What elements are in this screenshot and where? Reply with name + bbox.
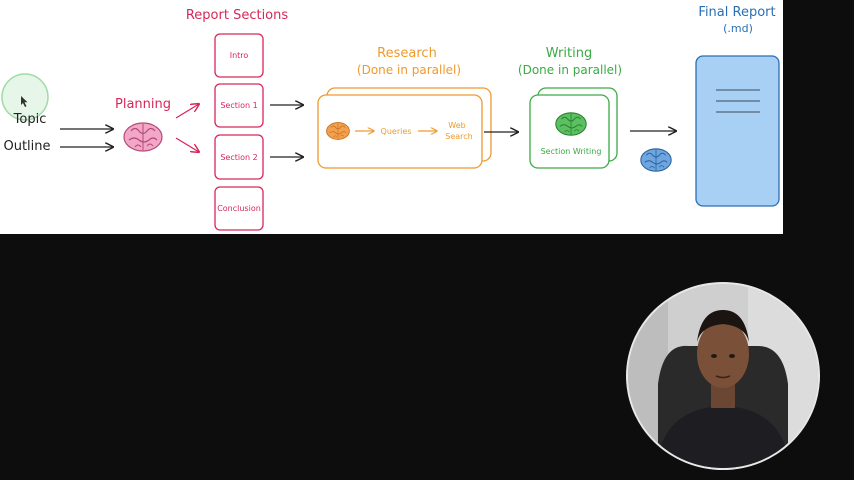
section-label-intro: Intro <box>230 51 249 60</box>
section-box-intro <box>214 33 264 78</box>
research-title: Research <box>377 46 437 61</box>
research-brain-icon <box>326 122 350 140</box>
writing-brain-icon <box>555 112 587 136</box>
section-label-conclusion: Conclusion <box>217 204 261 213</box>
queries-label: Queries <box>381 127 412 136</box>
section-writing-label: Section Writing <box>541 147 602 156</box>
writing-title: Writing <box>546 46 592 61</box>
final-report-document <box>695 55 780 207</box>
input-topic: Topic <box>13 112 47 127</box>
mouse-cursor-icon <box>21 96 28 107</box>
section-label-section2: Section 2 <box>220 153 257 162</box>
final-report-title: Final Report <box>698 5 775 20</box>
web-search-line1: Web <box>448 121 465 130</box>
presenter-image <box>628 284 818 468</box>
section-box-section1 <box>214 83 264 128</box>
planning-label: Planning <box>115 97 171 112</box>
report-sections-title: Report Sections <box>186 8 289 23</box>
research-box-front <box>317 94 483 169</box>
arrow-planning-to-section1 <box>175 104 199 119</box>
section-box-section2 <box>214 134 264 180</box>
diagram-panel: Topic Outline Planning Report Sections I… <box>0 0 783 234</box>
planning-brain-icon <box>123 122 163 152</box>
final-report-subtitle: (.md) <box>723 22 753 35</box>
arrow-planning-to-section2 <box>175 137 199 152</box>
final-brain-icon <box>640 148 672 172</box>
writing-subtitle: (Done in parallel) <box>518 63 622 77</box>
input-outline: Outline <box>3 139 50 154</box>
web-search-line2: Search <box>445 132 472 141</box>
workflow-diagram: Topic Outline Planning Report Sections I… <box>1 5 780 231</box>
cursor-highlight <box>1 73 49 121</box>
section-label-section1: Section 1 <box>220 101 257 110</box>
section-box-conclusion <box>214 186 264 231</box>
research-subtitle: (Done in parallel) <box>357 63 461 77</box>
presenter-webcam <box>626 282 820 470</box>
